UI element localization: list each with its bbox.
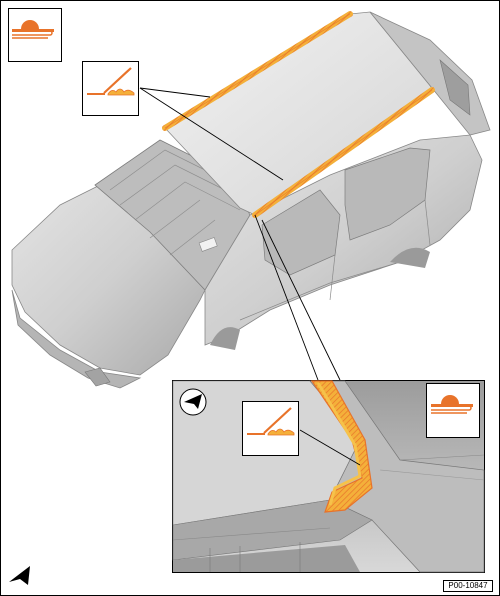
figure-reference-code: P00-10847 — [443, 580, 493, 592]
detail-inset — [172, 380, 485, 573]
detail-seam-sealing-spatula-icon — [242, 401, 299, 456]
direction-arrow-circle-icon — [179, 388, 207, 416]
seam-sealing-spatula-icon — [82, 61, 139, 116]
detail-sealant-bead-on-flange-icon — [426, 383, 480, 438]
annotation-leader-lines — [139, 87, 341, 381]
car-body-in-white — [11, 11, 491, 389]
direction-arrow-icon — [9, 566, 30, 585]
sealant-bead-on-flange-icon — [8, 8, 62, 62]
roof-seam-sealing-highlight — [162, 11, 435, 218]
detail-leader-line — [299, 429, 361, 466]
